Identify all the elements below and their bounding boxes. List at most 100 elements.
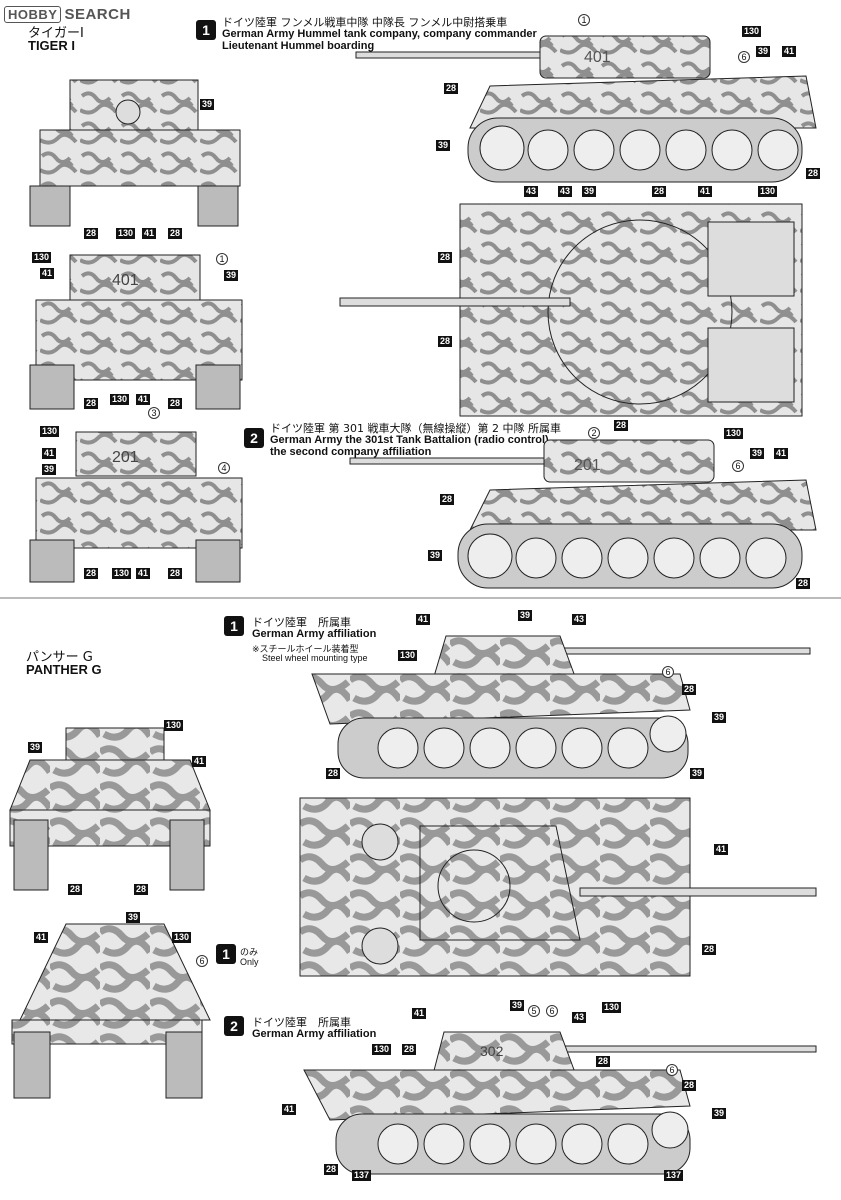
callout-130: 130 xyxy=(32,252,52,263)
callout-130: 130 xyxy=(398,650,418,661)
callout-39: 39 xyxy=(690,768,705,779)
callout-28: 28 xyxy=(652,186,667,197)
tiger-rear2-number: 201 xyxy=(112,449,139,466)
callout-41: 41 xyxy=(782,46,797,57)
tiger-rear-view-1 xyxy=(29,254,243,410)
tiger-rear1-number: 401 xyxy=(112,272,139,289)
callout-130: 130 xyxy=(40,426,60,437)
callout-43: 43 xyxy=(558,186,573,197)
panther-variant2-jp: ドイツ陸軍 所属車 xyxy=(252,1016,351,1029)
callout-39: 39 xyxy=(224,270,239,281)
tiger-rear-view-2 xyxy=(29,431,243,583)
panther-front-view xyxy=(9,727,211,891)
tiger-side-view-1 xyxy=(355,35,817,183)
callout-28: 28 xyxy=(596,1056,611,1067)
callout-41: 41 xyxy=(412,1008,427,1019)
tiger-variant2-badge: 2 xyxy=(244,428,264,448)
tiger-variant2-en1: German Army the 301st Tank Battalion (ra… xyxy=(270,434,549,446)
panther-variant2-en: German Army affiliation xyxy=(252,1028,377,1040)
callout-43: 43 xyxy=(572,614,587,625)
callout-39: 39 xyxy=(712,712,727,723)
watermark-text: SEARCH xyxy=(64,6,131,23)
callout-41: 41 xyxy=(416,614,431,625)
callout-130: 130 xyxy=(372,1044,392,1055)
panther-side2-number: 302 xyxy=(480,1043,504,1059)
callout-130: 130 xyxy=(758,186,778,197)
tiger-top-view xyxy=(339,203,803,417)
tiger-variant1-en2: Lieutenant Hummel boarding xyxy=(222,40,375,52)
callout-41: 41 xyxy=(136,394,151,405)
panther-variant1-jp: ドイツ陸軍 所属車 xyxy=(252,616,351,629)
tiger-variant2-jp: ドイツ陸軍 第 301 戦車大隊（無線操縦）第 2 中隊 所属車 xyxy=(270,422,561,435)
panther-rear-view xyxy=(11,923,211,1099)
callout-28: 28 xyxy=(614,420,629,431)
callout-39: 39 xyxy=(200,99,215,110)
tiger-variant2-en2: the second company affiliation xyxy=(270,446,432,458)
callout-130: 130 xyxy=(112,568,132,579)
callout-28: 28 xyxy=(68,884,83,895)
panther-title-en: PANTHER G xyxy=(26,662,102,677)
callout-39: 39 xyxy=(582,186,597,197)
callout-41: 41 xyxy=(282,1104,297,1115)
callout-130: 130 xyxy=(602,1002,622,1013)
callout-41: 41 xyxy=(34,932,49,943)
callout-28: 28 xyxy=(402,1044,417,1055)
callout-28: 28 xyxy=(440,494,455,505)
callout-41: 41 xyxy=(774,448,789,459)
callout-39: 39 xyxy=(436,140,451,151)
panther-top-view xyxy=(299,797,817,977)
callout-41: 41 xyxy=(698,186,713,197)
callout-circle-6: 6 xyxy=(666,1064,678,1076)
callout-43: 43 xyxy=(572,1012,587,1023)
callout-41: 41 xyxy=(192,756,207,767)
callout-28: 28 xyxy=(326,768,341,779)
panther-side-view-1 xyxy=(311,635,811,779)
callout-137: 137 xyxy=(664,1170,684,1181)
callout-28: 28 xyxy=(168,568,183,579)
callout-41: 41 xyxy=(136,568,151,579)
tiger-side2-number: 201 xyxy=(574,457,601,474)
callout-circle-6: 6 xyxy=(196,955,208,967)
tiger-side-view-2 xyxy=(349,439,817,589)
callout-39: 39 xyxy=(518,610,533,621)
callout-39: 39 xyxy=(42,464,57,475)
callout-39: 39 xyxy=(510,1000,525,1011)
tiger-title-en: TIGER I xyxy=(28,38,75,53)
callout-28: 28 xyxy=(702,944,717,955)
callout-39: 39 xyxy=(756,46,771,57)
callout-41: 41 xyxy=(142,228,157,239)
callout-circle-3: 3 xyxy=(148,407,160,419)
callout-130: 130 xyxy=(742,26,762,37)
callout-39: 39 xyxy=(126,912,141,923)
callout-130: 130 xyxy=(724,428,744,439)
callout-39: 39 xyxy=(428,550,443,561)
callout-28: 28 xyxy=(168,398,183,409)
callout-130: 130 xyxy=(164,720,184,731)
panther-variant2-badge: 2 xyxy=(224,1016,244,1036)
callout-circle-6: 6 xyxy=(662,666,674,678)
panther-only-badge: 1 xyxy=(216,944,236,964)
callout-circle-5: 5 xyxy=(528,1005,540,1017)
tiger-title-jp: タイガーⅠ xyxy=(28,26,84,41)
callout-28: 28 xyxy=(84,398,99,409)
callout-28: 28 xyxy=(438,336,453,347)
panther-variant1-en: German Army affiliation xyxy=(252,628,377,640)
panther-side-view-2 xyxy=(303,1031,817,1175)
callout-28: 28 xyxy=(84,228,99,239)
callout-circle-6: 6 xyxy=(738,51,750,63)
callout-130: 130 xyxy=(116,228,136,239)
tiger-side1-number: 401 xyxy=(584,49,611,66)
tiger-variant1-jp: ドイツ陸軍 フンメル戦車中隊 中隊長 フンメル中尉搭乗車 xyxy=(222,16,508,29)
watermark-brand: HOBBY xyxy=(4,6,62,23)
callout-28: 28 xyxy=(324,1164,339,1175)
callout-circle-1: 1 xyxy=(578,14,590,26)
callout-28: 28 xyxy=(438,252,453,263)
callout-circle-4: 4 xyxy=(218,462,230,474)
callout-circle-6: 6 xyxy=(732,460,744,472)
panther-variant1-badge: 1 xyxy=(224,616,244,636)
callout-28: 28 xyxy=(444,83,459,94)
callout-130: 130 xyxy=(110,394,130,405)
panther-only-en: Only xyxy=(240,957,259,967)
callout-28: 28 xyxy=(168,228,183,239)
